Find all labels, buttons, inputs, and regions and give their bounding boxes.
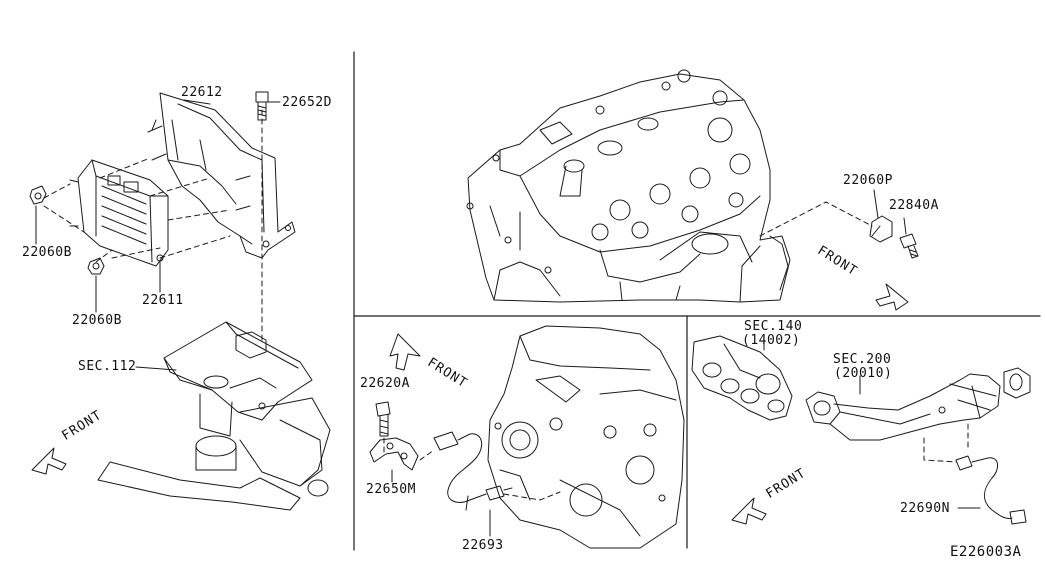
part-label-22690N: 22690N: [900, 501, 950, 516]
bolts-left: [29, 91, 269, 275]
panel-dividers: [353, 51, 1041, 551]
part-label-22650M: 22650M: [366, 482, 416, 497]
part-label-22840A: 22840A: [889, 198, 939, 213]
part-label-22652D: 22652D: [282, 95, 332, 110]
section-label-sec200: SEC.200: [833, 352, 892, 367]
part-label-22693: 22693: [462, 538, 504, 553]
leader-lines-bottom-right: [763, 339, 981, 509]
leader-lines-left: [35, 99, 281, 371]
catalyst-sec200: [805, 367, 1031, 441]
section-code-20010: (20010): [834, 366, 893, 381]
engine-block-top: [466, 69, 791, 303]
section-label-sec112: SEC.112: [78, 359, 137, 374]
engine-block-bottom: [487, 325, 685, 549]
part-label-22060B-upper: 22060B: [22, 245, 72, 260]
battery-tray-sec112: [97, 321, 331, 511]
o2-sensor-22690N: [955, 455, 1027, 525]
exhaust-manifold-sec140: [691, 335, 793, 421]
front-arrow-left: [31, 447, 67, 475]
ecm-module-22611: [69, 159, 169, 267]
front-arrow-bottom-right: [731, 497, 767, 525]
part-label-22612: 22612: [181, 85, 223, 100]
knock-sensor-assembly: [869, 189, 919, 259]
section-label-sec140: SEC.140: [744, 319, 803, 334]
dashed-leaders-bottom-right: [923, 423, 969, 463]
part-label-22060P: 22060P: [843, 173, 893, 188]
figure-id: E226003A: [950, 544, 1022, 560]
bracket-22650M: [369, 401, 419, 471]
front-arrow-top: [875, 283, 909, 311]
dashed-leaders-left: [43, 109, 263, 341]
part-label-22060B-lower: 22060B: [72, 313, 122, 328]
o2-sensor-22693: [433, 431, 513, 511]
part-label-22620A: 22620A: [360, 376, 410, 391]
ecm-bracket-22612: [159, 92, 296, 259]
dashed-leaders-bottom-mid: [383, 437, 561, 501]
front-arrow-bottom-mid: [389, 333, 421, 371]
dashed-leaders-top: [759, 201, 873, 237]
section-code-14002: (14002): [742, 333, 801, 348]
leader-lines-bottom-mid: [391, 469, 491, 537]
part-label-22611: 22611: [142, 293, 184, 308]
